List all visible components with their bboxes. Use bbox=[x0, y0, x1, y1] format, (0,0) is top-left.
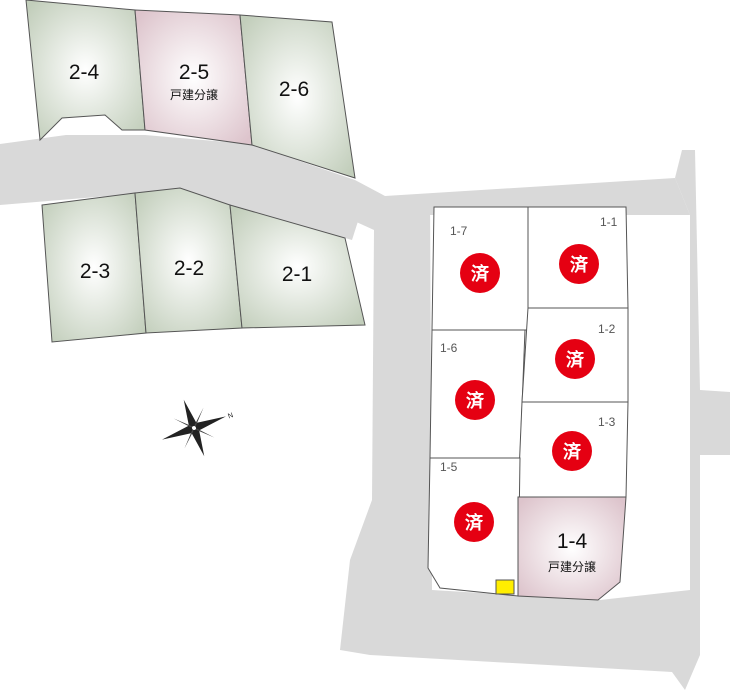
svg-text:済: 済 bbox=[570, 254, 589, 276]
road-vertical bbox=[340, 150, 730, 690]
sold-badge-1-2: 済 bbox=[555, 339, 595, 379]
svg-text:済: 済 bbox=[465, 512, 484, 534]
svg-text:済: 済 bbox=[563, 441, 582, 463]
svg-text:済: 済 bbox=[466, 390, 485, 412]
lot-note-2-5: 戸建分譲 bbox=[170, 87, 218, 102]
lot-number-1-2: 1-2 bbox=[598, 322, 616, 336]
lot-number-1-1: 1-1 bbox=[600, 215, 618, 229]
sold-badge-1-5: 済 bbox=[454, 502, 494, 542]
site-marker bbox=[495, 579, 515, 595]
block-1: 1-7 1-1 1-6 1-2 1-3 1-5 1-4 戸建分譲 済 済 済 済… bbox=[427, 206, 629, 601]
lot-number-2-1: 2-1 bbox=[282, 263, 312, 286]
lot-note-1-4: 戸建分譲 bbox=[548, 559, 596, 574]
lot-number-2-2: 2-2 bbox=[174, 257, 204, 280]
lot-number-1-3: 1-3 bbox=[598, 415, 616, 429]
svg-text:済: 済 bbox=[566, 349, 585, 371]
lot-2-6[interactable] bbox=[239, 14, 356, 179]
sold-badge-1-3: 済 bbox=[552, 431, 592, 471]
sold-badge-1-7: 済 bbox=[460, 253, 500, 293]
sold-badge-1-6: 済 bbox=[455, 380, 495, 420]
sold-badge-1-1: 済 bbox=[559, 244, 599, 284]
block-2: 2-4 2-5 戸建分譲 2-6 2-3 2-2 2-1 bbox=[25, 0, 366, 343]
lot-number-1-7: 1-7 bbox=[450, 224, 468, 238]
lot-number-2-4: 2-4 bbox=[69, 61, 100, 84]
lot-2-1[interactable] bbox=[229, 204, 366, 329]
lot-number-2-6: 2-6 bbox=[279, 78, 309, 101]
lot-number-1-4: 1-4 bbox=[557, 530, 588, 553]
svg-text:済: 済 bbox=[471, 263, 490, 285]
compass-north-label: N bbox=[227, 412, 234, 420]
lot-number-2-3: 2-3 bbox=[80, 260, 110, 283]
lot-number-2-5: 2-5 bbox=[179, 61, 209, 84]
lot-number-1-5: 1-5 bbox=[440, 460, 458, 474]
lot-1-4[interactable] bbox=[517, 496, 627, 601]
compass-rose-icon: N bbox=[162, 399, 234, 457]
lot-number-1-6: 1-6 bbox=[440, 341, 458, 355]
